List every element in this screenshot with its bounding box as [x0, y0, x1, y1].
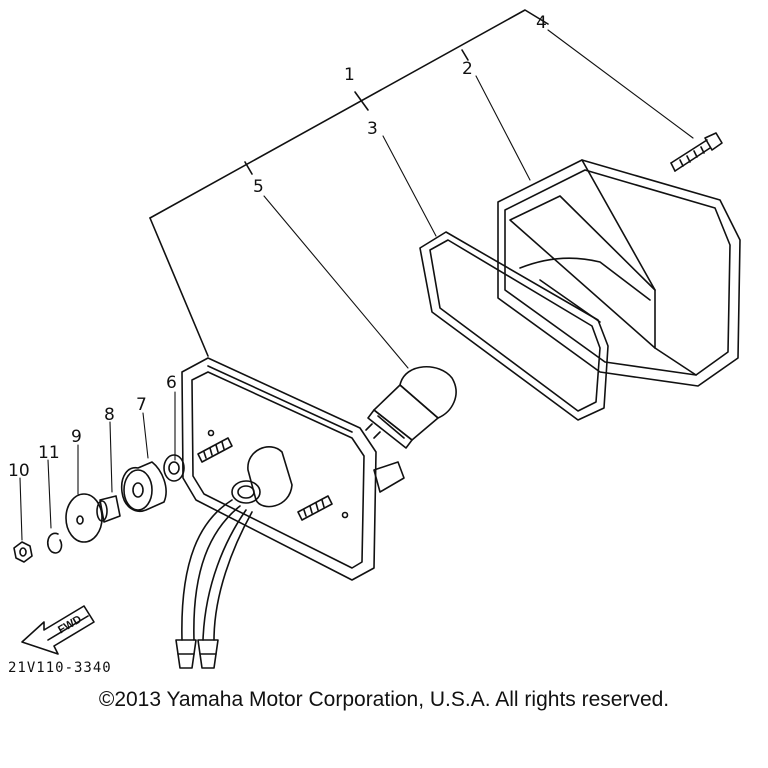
callout-7: 7	[136, 395, 147, 415]
leader-lines	[19, 29, 694, 541]
callout-4: 4	[536, 13, 547, 33]
nut	[13, 541, 33, 563]
base-plate	[175, 357, 405, 669]
lock-washer	[46, 532, 63, 554]
gasket	[419, 231, 609, 421]
screw	[670, 132, 723, 172]
fwd-arrow-icon	[21, 605, 95, 655]
callout-5: 5	[253, 177, 264, 197]
part-code: 21V110-3340	[8, 660, 112, 676]
callout-10: 10	[8, 461, 30, 481]
bulb	[365, 365, 457, 449]
copyright-notice: ©2013 Yamaha Motor Corporation, U.S.A. A…	[98, 688, 670, 711]
washer	[163, 454, 185, 482]
callout-6: 6	[166, 373, 177, 393]
callout-8: 8	[104, 405, 115, 425]
callout-3: 3	[367, 119, 378, 139]
assembly-bracket	[149, 9, 549, 357]
callout-labels: 1 2 3 4 5 6 7 8 9 11 10	[8, 13, 547, 481]
callout-9: 9	[71, 427, 82, 447]
callout-2: 2	[462, 59, 473, 79]
plate-washer	[65, 493, 103, 543]
lens-housing	[497, 159, 741, 387]
grommet	[120, 461, 167, 512]
callout-1: 1	[344, 65, 355, 85]
callout-11: 11	[38, 443, 60, 463]
fwd-label: FWD	[56, 613, 84, 636]
